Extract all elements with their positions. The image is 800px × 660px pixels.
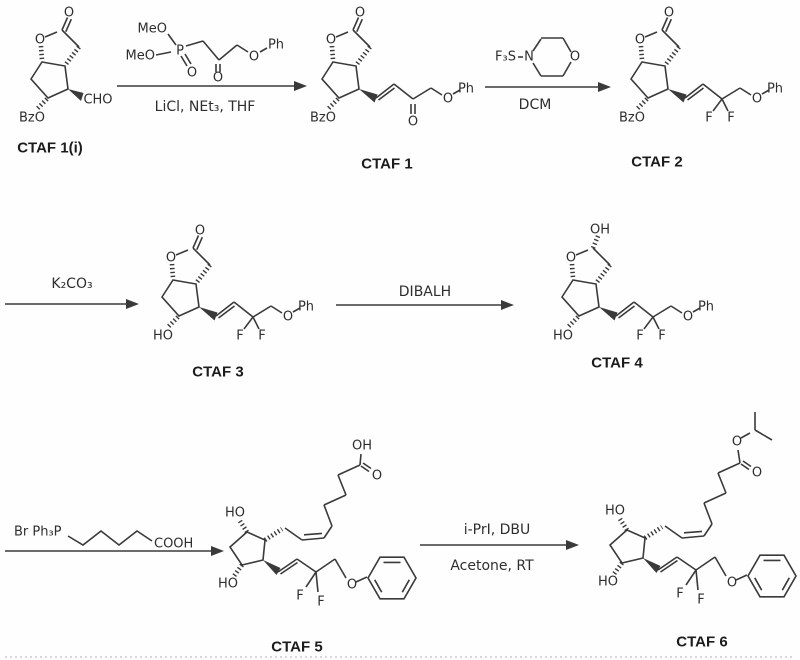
ctaf2-structure: F F O Ph O O BzO bbox=[619, 6, 783, 126]
ether-oxygen-label: O bbox=[727, 576, 737, 591]
condition-step6-above: i-PrI, DBU bbox=[464, 522, 531, 538]
morpholinosulfur-trifluoride-structure: F₃S N O bbox=[495, 37, 580, 77]
ether-oxygen-label: O bbox=[249, 50, 259, 65]
reaction-arrow-2 bbox=[485, 82, 611, 92]
phenyl-ring bbox=[747, 554, 797, 598]
ring-oxygen-label: O bbox=[35, 33, 45, 48]
ester-oxygen-label: O bbox=[732, 435, 742, 450]
enone-oxygen-label: O bbox=[408, 115, 418, 130]
benzoate-label: BzO bbox=[619, 111, 645, 126]
carbonyl-oxygen-label: O bbox=[195, 224, 205, 239]
fluorine-label: F bbox=[697, 593, 704, 608]
hydroxyl-label: HO bbox=[218, 577, 238, 592]
compound-label-ctaf6: CTAF 6 bbox=[676, 634, 727, 651]
fluorine-label: F bbox=[236, 329, 243, 344]
reaction-arrow-4 bbox=[336, 300, 514, 310]
condition-step1: LiCl, NEt₃, THF bbox=[155, 99, 256, 115]
lactol-hydroxyl-label: OH bbox=[590, 223, 610, 238]
benzoate-label: BzO bbox=[310, 111, 336, 126]
compound-label-ctaf2: CTAF 2 bbox=[631, 154, 682, 171]
reaction-arrow-1 bbox=[117, 81, 307, 91]
phenyl-label: Ph bbox=[298, 300, 314, 315]
ether-oxygen-label: O bbox=[752, 92, 762, 107]
methoxy-label: MeO bbox=[138, 22, 167, 37]
phenyl-label: Ph bbox=[268, 38, 284, 53]
aldehyde-label: CHO bbox=[83, 93, 112, 108]
reaction-arrow-5 bbox=[5, 546, 224, 556]
sulfur-trifluoride-label: F₃S bbox=[495, 50, 516, 65]
phenyl-label: Ph bbox=[698, 300, 714, 315]
hydroxyl-label: HO bbox=[553, 329, 573, 344]
carbonyl-oxygen-label: O bbox=[64, 6, 74, 21]
morpholine-oxygen-label: O bbox=[570, 50, 580, 65]
reaction-arrow-3 bbox=[5, 299, 139, 309]
fluorine-label: F bbox=[727, 111, 734, 126]
condition-step6-below: Acetone, RT bbox=[450, 558, 534, 574]
phenyl-label: Ph bbox=[458, 82, 474, 97]
condition-step2: DCM bbox=[519, 97, 552, 113]
ctaf1i-structure: O O BzO CHO bbox=[19, 6, 113, 126]
fluorine-label: F bbox=[676, 587, 683, 602]
reaction-arrow-6 bbox=[420, 540, 579, 550]
carbonyl-oxygen-label: O bbox=[664, 6, 674, 21]
carboxyl-hydroxyl-label: OH bbox=[352, 439, 372, 454]
ring-oxygen-label: O bbox=[566, 251, 576, 266]
ctaf6-structure: O O F F O HO HO bbox=[598, 412, 797, 608]
phosphorus-label: P bbox=[176, 44, 184, 59]
ketone-oxygen-label: O bbox=[213, 71, 223, 86]
condition-step4: DIBALH bbox=[399, 284, 451, 300]
phosphonate-reagent-structure: MeO MeO P O O O Ph bbox=[126, 22, 285, 86]
ether-oxygen-label: O bbox=[683, 310, 693, 325]
phosphoryl-oxygen-label: O bbox=[187, 66, 197, 81]
bromide-phosphonium-label: Br Ph₃P bbox=[14, 525, 62, 540]
ether-oxygen-label: O bbox=[443, 92, 453, 107]
fluorine-label: F bbox=[705, 111, 712, 126]
ring-oxygen-label: O bbox=[166, 251, 176, 266]
compound-label-ctaf1i: CTAF 1(i) bbox=[17, 140, 83, 157]
fluorine-label: F bbox=[658, 329, 665, 344]
ester-carbonyl-oxygen-label: O bbox=[752, 466, 762, 481]
ether-oxygen-label: O bbox=[347, 578, 357, 593]
fluorine-label: F bbox=[258, 329, 265, 344]
phenyl-label: Ph bbox=[767, 82, 783, 97]
fluorine-label: F bbox=[296, 589, 303, 604]
compound-label-ctaf5: CTAF 5 bbox=[271, 639, 322, 656]
ether-oxygen-label: O bbox=[283, 310, 293, 325]
hydroxyl-label: HO bbox=[153, 329, 173, 344]
carboxyl-oxygen-label: O bbox=[372, 469, 382, 484]
hydroxyl-label: HO bbox=[225, 506, 245, 521]
compound-label-ctaf3: CTAF 3 bbox=[192, 364, 243, 381]
fluorine-label: F bbox=[317, 595, 324, 610]
hydroxyl-label: HO bbox=[598, 575, 618, 590]
fluorine-label: F bbox=[636, 329, 643, 344]
ctaf3-structure: F F O Ph O O HO bbox=[153, 224, 314, 344]
hydroxyl-label: HO bbox=[605, 504, 625, 519]
carbonyl-oxygen-label: O bbox=[355, 6, 365, 21]
carboxylic-acid-label: COOH bbox=[154, 537, 193, 552]
benzoate-label: BzO bbox=[19, 111, 45, 126]
ctaf5-structure: OH O F F O HO HO bbox=[218, 439, 417, 610]
ctaf4-structure: F F O Ph O OH HO bbox=[553, 223, 714, 344]
ring-oxygen-label: O bbox=[635, 33, 645, 48]
compound-label-ctaf4: CTAF 4 bbox=[591, 355, 643, 372]
phenyl-ring bbox=[367, 556, 417, 600]
ring-oxygen-label: O bbox=[326, 33, 336, 48]
condition-step3: K₂CO₃ bbox=[51, 276, 92, 292]
wittig-reagent-structure: Br Ph₃P COOH bbox=[14, 525, 193, 552]
methoxy-label: MeO bbox=[126, 49, 155, 64]
ctaf1-structure: O O Ph O O BzO bbox=[310, 6, 474, 130]
nitrogen-label: N bbox=[524, 50, 534, 65]
compound-label-ctaf1: CTAF 1 bbox=[361, 156, 412, 173]
